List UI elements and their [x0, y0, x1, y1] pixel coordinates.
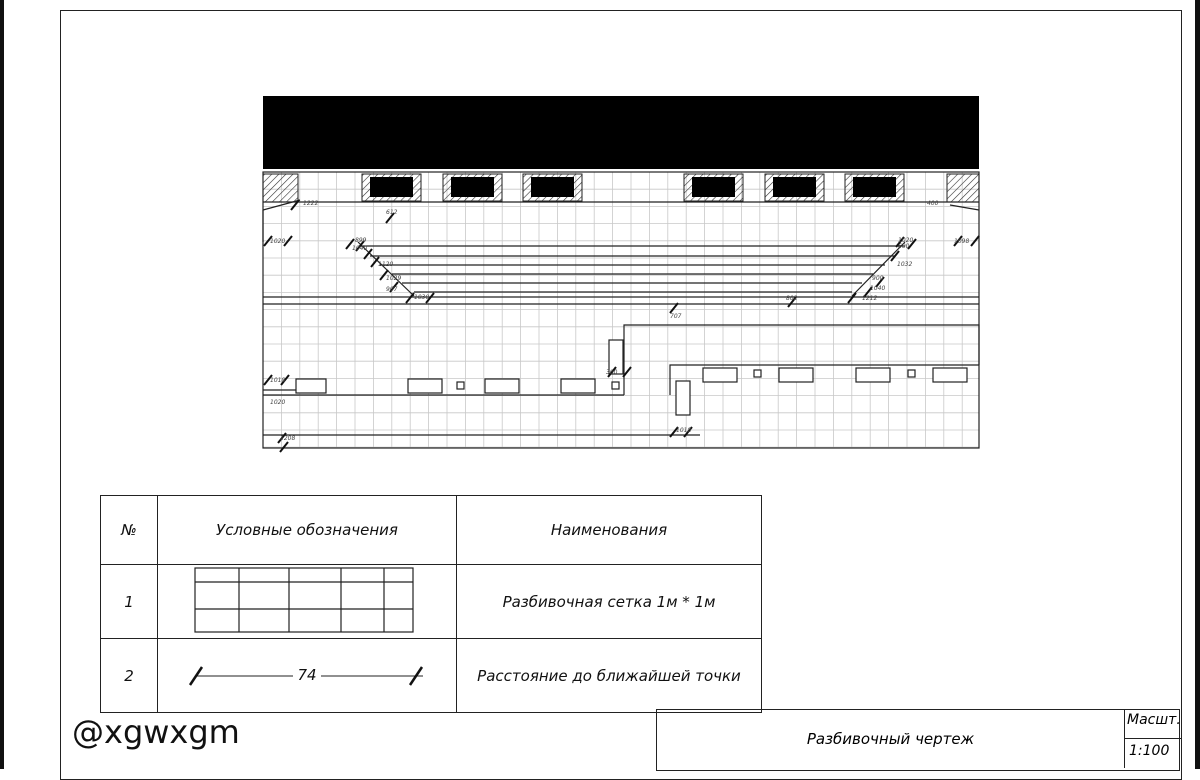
- title-block: Разбивочный чертеж Масшт. 1:100: [656, 709, 1181, 771]
- plan-border: [262, 171, 980, 449]
- dimension-label: 1020: [270, 399, 285, 406]
- dimension-tick: [669, 426, 679, 438]
- legend-grid-symbol: [157, 564, 457, 639]
- dimension-label: 1030: [414, 294, 429, 301]
- dimension-ticks: [263, 199, 980, 453]
- dimension-label: 1032: [897, 261, 912, 268]
- legend-header-symbol: Условные обозначения: [157, 495, 457, 565]
- dimension-tick: [907, 238, 917, 250]
- dimension-tick: [290, 199, 300, 211]
- dimension-label: 900: [872, 275, 884, 282]
- legend-table: № Условные обозначения Наименования 1 Ра…: [100, 495, 762, 713]
- window-opening: [451, 177, 494, 197]
- dimension-label: 1018: [270, 377, 285, 384]
- dimension-tick: [847, 292, 857, 304]
- window-opening: [692, 177, 735, 197]
- title-block-divider: [1125, 738, 1181, 739]
- legend-row-num: 1: [100, 564, 158, 639]
- dimension-tick: [263, 374, 273, 386]
- dimension-tick: [385, 212, 395, 224]
- legend-row-num: 2: [100, 638, 158, 713]
- window-opening: [531, 177, 574, 197]
- dimension-label: 400: [927, 200, 939, 207]
- dimension-label: 600: [898, 243, 910, 250]
- dimension-tick: [895, 236, 905, 248]
- legend-header-row: № Условные обозначения Наименования: [100, 495, 762, 565]
- left-edge-bar: [0, 0, 4, 769]
- legend-dimension-symbol: 74: [157, 638, 457, 713]
- dimension-tick: [363, 248, 373, 260]
- building-roof-band: [263, 96, 979, 169]
- dimension-tick: [953, 235, 963, 247]
- dimension-tick: [280, 374, 290, 386]
- corner-column-left: [262, 173, 299, 203]
- dimension-value: 74: [297, 666, 316, 684]
- dimension-tick: [890, 250, 900, 262]
- layout-grid: [262, 171, 979, 448]
- dimension-label: 907: [386, 286, 398, 293]
- dimension-label: 802: [786, 295, 798, 302]
- watermark-text: @xgwxgm: [72, 713, 240, 751]
- dimension-tick: [379, 269, 389, 281]
- dimension-labels: 1222102061210408991120102990710307074001…: [270, 200, 969, 442]
- legend-header-num: №: [100, 495, 158, 565]
- dimension-label: 1020: [270, 238, 285, 245]
- dimension-tick: [263, 235, 273, 247]
- dimension-tick: [669, 302, 679, 314]
- drawing-title: Разбивочный чертеж: [657, 710, 1125, 768]
- dimension-tick: [622, 366, 632, 378]
- dimension-tick: [345, 238, 355, 250]
- dimension-label: 612: [386, 209, 398, 216]
- scale-label: Масшт.: [1127, 712, 1181, 728]
- dimension-label: 1029: [386, 275, 401, 282]
- dimension-tick: [875, 276, 885, 288]
- dimension-symbol-icon: 74: [188, 666, 424, 686]
- dimension-label: 1040: [870, 285, 885, 292]
- window-opening: [853, 177, 896, 197]
- dimension-label: 1208: [280, 435, 295, 442]
- dimension-tick: [389, 281, 399, 293]
- dimension-tick: [425, 292, 435, 304]
- dimension-tick: [683, 426, 693, 438]
- dimension-tick: [970, 235, 980, 247]
- corner-column-right: [946, 173, 980, 203]
- dimension-tick: [787, 296, 797, 308]
- legend-row: 1 Разбивочная сетка 1м * 1м: [100, 564, 762, 639]
- dimension-label: 1098: [954, 238, 969, 245]
- dimension-label: 1222: [303, 200, 318, 207]
- dimension-tick: [279, 441, 289, 453]
- right-edge-bar: [1195, 0, 1200, 769]
- dimension-label: 1212: [862, 295, 877, 302]
- scale-value: 1:100: [1129, 743, 1170, 759]
- dimension-label: 899: [355, 237, 367, 244]
- dimension-label: 300: [606, 369, 618, 376]
- dimension-tick: [277, 432, 287, 444]
- legend-row-name: Расстояние до ближайшей точки: [456, 638, 762, 713]
- dimension-tick: [370, 256, 380, 268]
- grid-symbol-icon: [194, 567, 414, 633]
- dimension-label: 1018: [676, 427, 691, 434]
- furniture: [295, 339, 968, 416]
- dimension-label: 1040: [352, 245, 367, 252]
- dimension-label: 707: [670, 313, 682, 320]
- dimension-tick: [405, 292, 415, 304]
- dimension-tick: [607, 366, 617, 378]
- window-opening: [773, 177, 816, 197]
- legend-row-name: Разбивочная сетка 1м * 1м: [456, 564, 762, 639]
- legend-header-name: Наименования: [456, 495, 762, 565]
- legend-row: 2 74 Расстояние до ближайшей точки: [100, 638, 762, 713]
- dimension-tick: [355, 240, 365, 252]
- dimension-tick: [863, 286, 873, 298]
- structural-lines: [262, 199, 980, 436]
- dimension-label: 1020: [898, 237, 913, 244]
- dimension-label: 1120: [378, 261, 393, 268]
- window-blocks: [361, 173, 905, 202]
- dimension-tick: [283, 235, 293, 247]
- window-opening: [370, 177, 413, 197]
